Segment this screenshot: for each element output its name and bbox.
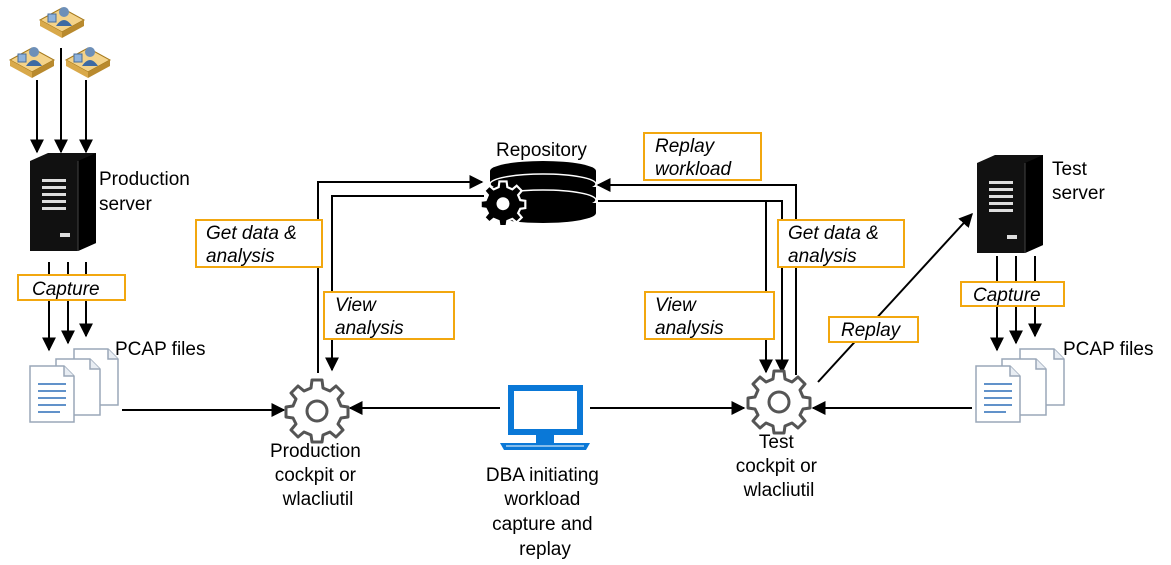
repository-label: Repository [496,140,587,161]
svg-text:Capture: Capture [32,279,100,300]
capture-left-box: Capture [17,274,126,301]
get-data-left-box: Get data & analysis [195,219,323,268]
view-analysis-left-box: View analysis [323,291,455,340]
production-server-icon [29,152,97,252]
test-cockpit-gear-icon [746,369,812,435]
pcap-files-left-label: PCAP files [115,339,205,360]
svg-text:View analysis: View analysis [655,295,724,339]
user-icon [9,46,55,79]
svg-text:Replay workload: Replay workload [655,136,732,180]
test-cockpit-label: Test cockpit or wlacliutil [736,432,823,501]
user-icon [39,6,85,39]
repository-database-icon [479,161,597,228]
test-server-label: Test server [1052,159,1105,204]
pcap-files-right-label: PCAP files [1063,339,1153,360]
svg-text:Get data & analysis: Get data & analysis [788,223,884,267]
pcap-files-left-icon [29,348,119,423]
dba-label: DBA initiating workload capture and repl… [486,465,604,560]
svg-text:Get data & analysis: Get data & analysis [206,223,302,267]
pcap-files-right-icon [975,348,1065,423]
arrow-repository-to-test [598,200,789,374]
capture-right-box: Capture [960,281,1065,307]
arrow-replay-to-test-server [817,212,973,383]
monitor-icon [500,385,590,450]
test-server-icon [976,154,1044,254]
user-icon [65,46,111,79]
arrow-test-to-repository [596,178,797,375]
replay-box: Replay [828,316,919,343]
arrow-repository-to-prod [325,195,484,372]
production-cockpit-gear-icon [284,378,350,444]
arrow-prod-to-repository [317,175,484,373]
production-server-label: Production server [99,169,195,215]
replay-workload-box: Replay workload [643,132,762,181]
production-cockpit-label: Production cockpit or wlacliutil [270,441,366,510]
view-analysis-right-box: View analysis [644,291,775,340]
svg-text:Capture: Capture [973,285,1041,306]
svg-text:View analysis: View analysis [335,295,404,339]
svg-text:Replay: Replay [841,320,902,341]
get-data-right-box: Get data & analysis [777,219,905,268]
